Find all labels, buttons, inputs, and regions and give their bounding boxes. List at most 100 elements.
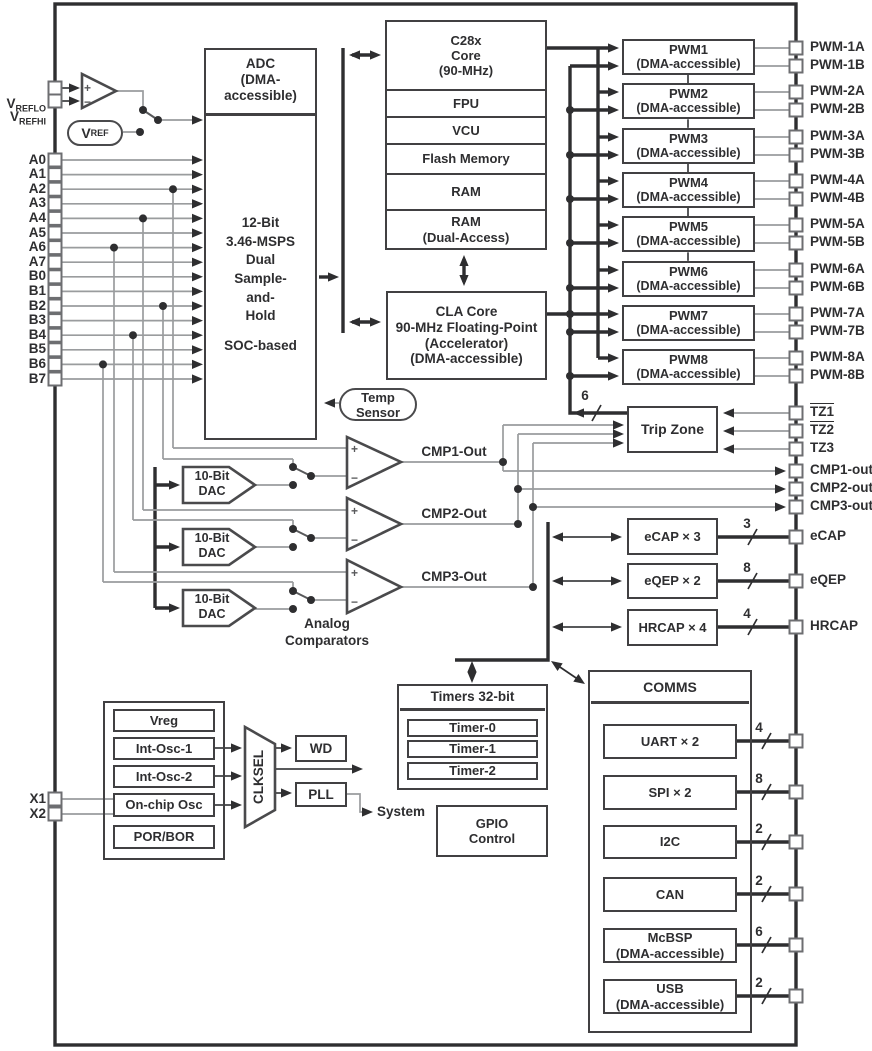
pin-label-cmp2-out: CMP2-out [810,480,872,495]
pwm-6-sub: (DMA-accessible) [636,279,741,294]
wd-block: WD [295,735,347,762]
clock-block [103,701,225,860]
timers-divider [400,708,545,711]
dac-1-label: 10-Bit DAC [194,469,230,498]
vreflo-sub: REFLO [15,103,47,114]
buffer-minus-sign: − [84,95,91,109]
capture-bus-count-0: 3 [743,516,751,531]
pin-label-analog-B7: B7 [28,370,46,386]
pin-label-pwm-2b: PWM-2B [810,101,865,116]
clock-row-1: Int-Osc-1 [113,737,215,760]
pwm-block-3: PWM3(DMA-accessible) [622,128,755,164]
gpio-control-block: GPIO Control [436,805,548,857]
pin-label-analog-B4: B4 [28,326,46,342]
ram-block: RAM [387,173,545,209]
pwm-2-name: PWM2 [669,85,708,101]
pin-label-analog-A0: A0 [28,151,46,167]
cmp2-minus-sign: − [351,533,358,547]
pin-label-analog-B0: B0 [28,268,46,284]
comms-module-2: I2C [603,825,737,859]
pwm-block-4: PWM4(DMA-accessible) [622,172,755,208]
chip-outline [53,2,798,1047]
comparator-2 [345,495,404,553]
pwm-block-6: PWM6(DMA-accessible) [622,261,755,297]
cmp1-plus-sign: + [351,442,358,456]
pin-label-capture-1: eQEP [810,572,847,587]
comms-module-5: USB (DMA-accessible) [603,979,737,1014]
pwm-3-sub: (DMA-accessible) [636,146,741,161]
dac-2-label: 10-Bit DAC [194,531,230,560]
pin-label-pwm-1a: PWM-1A [810,39,865,54]
vref-buffer-amp [80,71,119,111]
comms-module-1: SPI × 2 [603,775,737,810]
dac-3-label: 10-Bit DAC [194,592,230,621]
pin-label-analog-B6: B6 [28,355,46,371]
pin-label-vreflo: VREFLO [0,80,46,115]
pwm-3-name: PWM3 [669,130,708,146]
pwm-1-name: PWM1 [669,41,708,57]
comms-module-3: CAN [603,877,737,912]
analog-comparators-caption: Analog Comparators [284,616,370,648]
buffer-plus-sign: + [84,81,91,95]
comms-block [588,670,752,1033]
comms-divider [591,701,749,704]
pin-label-analog-B3: B3 [28,312,46,328]
pwm-block-1: PWM1(DMA-accessible) [622,39,755,75]
comms-bus-count-1: 8 [755,771,763,786]
pin-label-pwm-5a: PWM-5A [810,216,865,231]
pin-label-pwm-7b: PWM-7B [810,323,865,338]
timer-row-1: Timer-1 [407,740,538,758]
c28x-core-block: C28x Core (90-MHz) [438,32,494,79]
vreflo-base: V [6,96,16,112]
system-label: System [377,804,426,819]
adc-body-label: 12-Bit 3.46-MSPS Dual Sample- and- Hold [225,215,296,324]
pwm-4-sub: (DMA-accessible) [636,190,741,205]
capture-block-1: eQEP × 2 [627,563,718,599]
vcu-block: VCU [387,116,545,143]
pin-label-analog-A6: A6 [28,239,46,255]
clock-row-0: Vreg [113,709,215,732]
dac-2-shape [181,527,258,567]
pin-label-pwm-3b: PWM-3B [810,146,865,161]
pin-label-x2: X2 [29,806,46,821]
flash-block: Flash Memory [387,143,545,173]
pin-label-cmp3-out: CMP3-out [810,498,872,513]
pin-label-analog-A1: A1 [28,166,46,182]
pin-label-pwm-4a: PWM-4A [810,172,865,187]
trip-zone-bus-count: 6 [581,388,589,403]
comparator-3 [345,557,404,616]
pin-label-capture-2: HRCAP [810,618,859,633]
timer-row-2: Timer-2 [407,762,538,780]
pwm-7-name: PWM7 [669,307,708,323]
pin-label-vrefhi: VREFHI [0,93,46,128]
pin-label-analog-A2: A2 [28,180,46,196]
pin-label-tz1: TZ1 [810,404,835,419]
pwm-block-7: PWM7(DMA-accessible) [622,305,755,341]
pin-label-cmp1-out: CMP1-out [810,462,872,477]
pin-label-pwm-7a: PWM-7A [810,305,865,320]
pin-label-pwm-8b: PWM-8B [810,367,865,382]
trip-zone-block: Trip Zone [627,406,718,453]
dac-3-shape [181,588,258,628]
pin-label-capture-0: eCAP [810,528,847,543]
dac-1-shape [181,465,258,505]
cmp2-plus-sign: + [351,504,358,518]
clock-row-3: On-chip Osc [113,793,215,817]
pin-label-pwm-3a: PWM-3A [810,128,865,143]
pin-label-analog-A3: A3 [28,195,46,211]
timers-title: Timers 32-bit [430,689,515,704]
pwm-5-name: PWM5 [669,218,708,234]
comms-module-4: McBSP (DMA-accessible) [603,928,737,963]
pin-label-pwm-8a: PWM-8A [810,349,865,364]
cmp3-plus-sign: + [351,566,358,580]
pin-label-pwm-5b: PWM-5B [810,234,865,249]
cmp3-minus-sign: − [351,595,358,609]
comms-bus-count-0: 4 [755,720,763,735]
clksel-mux-shape [243,724,277,830]
capture-bus-count-1: 8 [743,560,751,575]
pwm-7-sub: (DMA-accessible) [636,323,741,338]
timers-block [397,684,548,790]
vref-sub: REF [90,128,109,138]
pwm-8-sub: (DMA-accessible) [636,367,741,382]
